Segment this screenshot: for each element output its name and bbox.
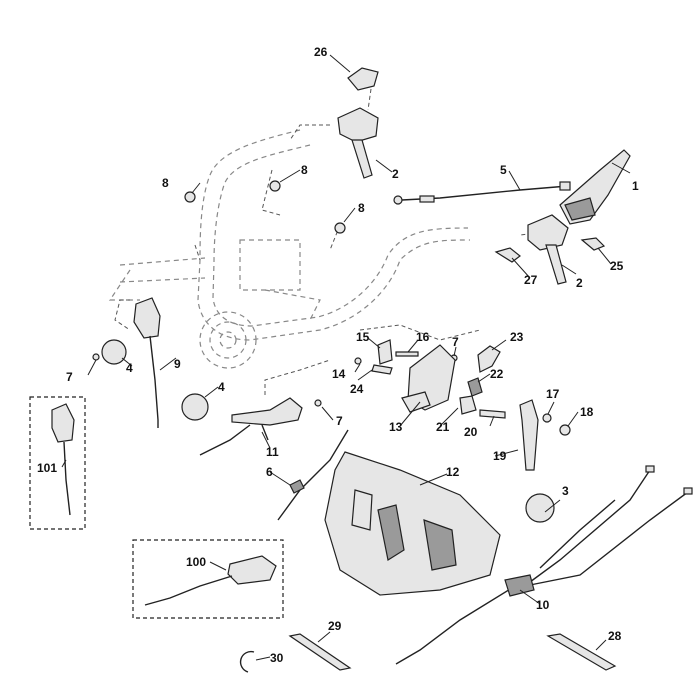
label-9: 9 [174,357,181,371]
label-23: 23 [510,330,524,344]
part-2-upper-lever [337,107,379,179]
label-18: 18 [580,405,594,419]
label-14: 14 [332,367,346,381]
part-8-knob-right [334,222,346,234]
part-3-knob [525,493,555,523]
label-27: 27 [524,273,538,287]
part-23-lever [477,345,501,373]
part-30-ring [239,650,255,673]
leader-lines [61,54,631,661]
label-7-right: 7 [452,335,459,349]
label-13: 13 [389,420,403,434]
part-7-nut-left [92,353,100,361]
part-1-handle [559,149,631,225]
part-18-nut [559,424,571,436]
label-3: 3 [562,484,569,498]
part-7-nut-center [314,399,322,407]
label-2-upper: 2 [392,167,399,181]
part-25-clip [580,237,606,251]
label-8-center: 8 [301,163,308,177]
label-24: 24 [350,382,364,396]
label-25: 25 [610,259,624,273]
part-14-washer [354,357,362,365]
part-4-knob-lower [181,393,209,421]
label-8-left: 8 [162,176,169,190]
label-7-left: 7 [66,370,73,384]
label-19: 19 [493,449,507,463]
part-24-pin [371,364,393,375]
part-17-washer [542,413,552,423]
part-9-bracket [133,297,161,428]
part-11-linkage [199,397,303,456]
label-10: 10 [536,598,550,612]
label-21: 21 [436,420,450,434]
label-8-right: 8 [358,201,365,215]
part-22-bushing [467,377,483,397]
label-100: 100 [186,555,206,569]
part-26-cap [347,67,379,91]
label-20: 20 [464,425,478,439]
label-7-center: 7 [336,414,343,428]
part-12-shroud [324,451,501,596]
handlebar-frame [108,129,471,369]
label-26: 26 [314,45,328,59]
part-20-link [479,409,506,419]
label-29: 29 [328,619,342,633]
label-6: 6 [266,465,273,479]
part-13-bracket [401,344,456,413]
label-1: 1 [632,179,639,193]
part-29-tie [288,633,352,671]
part-27-clip [494,247,521,263]
part-6-rod [277,429,349,521]
part-28-tie [546,633,617,671]
part-8-knob-center [269,180,281,192]
part-19-lever [519,399,539,471]
label-15: 15 [356,330,370,344]
label-5: 5 [500,163,507,177]
part-2-lower-lever [527,214,569,285]
part-101-assembly-box [29,396,86,530]
callout-labels: 26 2 1 5 8 8 8 27 2 25 9 7 4 4 11 6 7 7 … [37,45,639,665]
part-21-clamp [459,395,477,415]
label-11: 11 [266,445,279,459]
label-16: 16 [416,330,430,344]
assembly-lines [114,81,561,395]
label-22: 22 [490,367,504,381]
label-2-lower: 2 [576,276,583,290]
label-30: 30 [270,651,284,665]
part-100-assembly-box [132,539,284,619]
part-10-cable-harness [395,465,693,665]
label-4-upper: 4 [126,361,133,375]
label-28: 28 [608,629,622,643]
part-8-knob-left [184,191,196,203]
label-12: 12 [446,465,460,479]
part-4-knob-upper [101,339,127,365]
part-15-spring [377,339,393,365]
label-17: 17 [546,387,560,401]
label-4-lower: 4 [218,380,225,394]
part-5-cable [393,181,571,205]
part-16-bolt [395,351,419,357]
label-101: 101 [37,461,57,475]
